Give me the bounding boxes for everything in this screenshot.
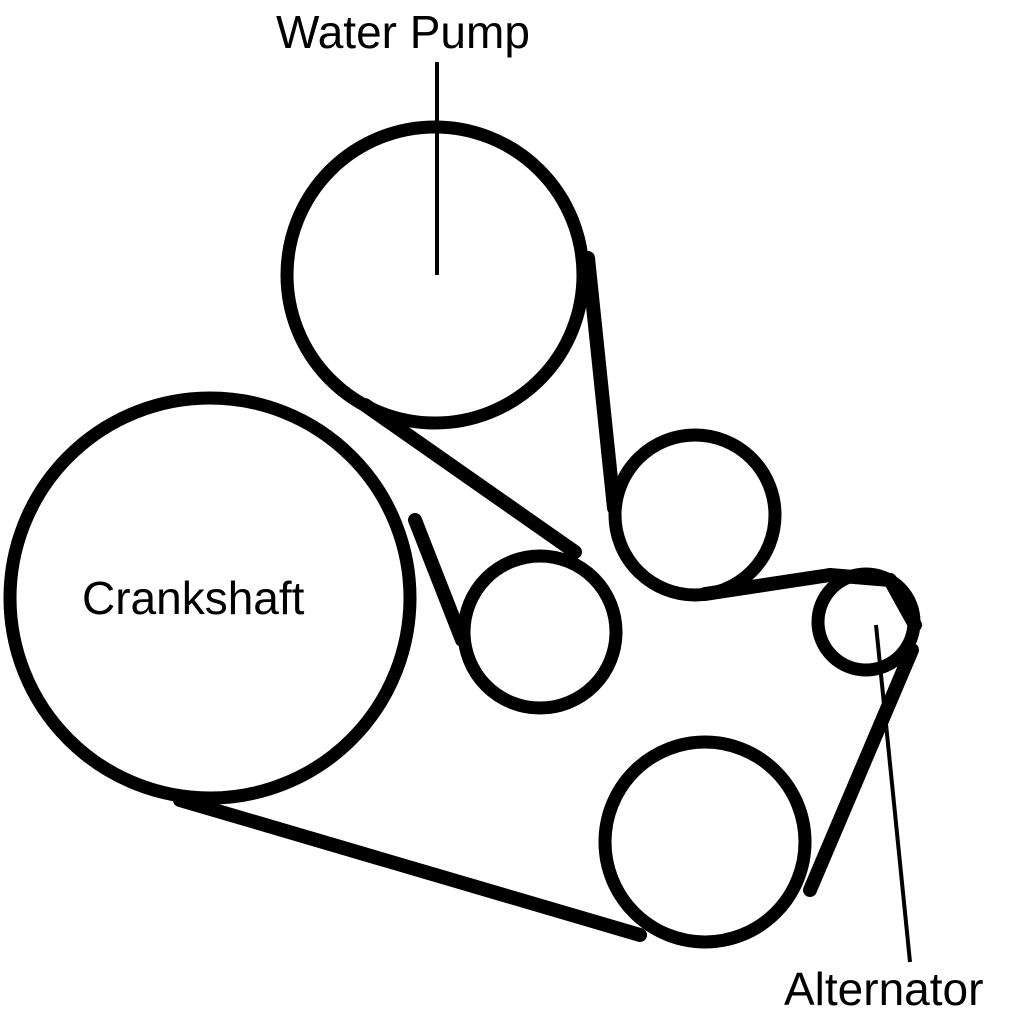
- pulleys: [3, 120, 921, 949]
- belt-water-pump-to-idler-top: [581, 251, 621, 515]
- lower-pulley: [598, 735, 812, 949]
- belt-alternator-to-lower-pulley: [803, 643, 919, 897]
- alternator-leader-line: [874, 624, 912, 963]
- alternator-pulley: [811, 567, 921, 677]
- idler-pulley: [608, 428, 782, 602]
- belt-crankshaft-to-tensioner: [408, 513, 469, 647]
- tensioner-pulley: [457, 549, 623, 715]
- belt-water-pump-to-tensioner: [358, 398, 582, 559]
- crankshaft-label: Crankshaft: [82, 572, 305, 624]
- belt-crankshaft-to-lower-pulley: [173, 793, 647, 942]
- crankshaft-pulley: [3, 391, 417, 805]
- alternator-label: Alternator: [784, 963, 983, 1014]
- water-pump-label: Water Pump: [276, 6, 530, 58]
- leader-lines: [435, 62, 912, 963]
